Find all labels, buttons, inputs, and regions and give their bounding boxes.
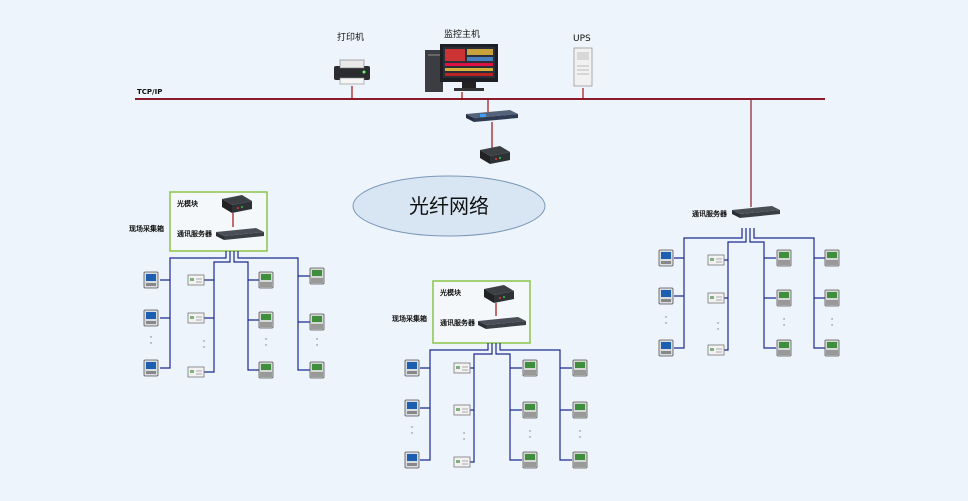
right-comm-server-icon <box>732 206 780 218</box>
svg-text:·: · <box>717 319 720 329</box>
cluster-middle-cabinet-label: 现场采集箱 <box>392 314 427 323</box>
svg-text:·: · <box>529 433 532 443</box>
svg-text:·: · <box>203 343 206 353</box>
printer-label: 打印机 <box>337 31 364 43</box>
svg-text:·: · <box>265 341 268 351</box>
cluster-left: 光模块 通讯服务器 现场采集箱 · · · · · · · · <box>129 191 325 379</box>
svg-text:·: · <box>150 339 153 349</box>
svg-text:·: · <box>463 435 466 445</box>
svg-text:·: · <box>783 315 786 325</box>
monitor-host-label: 监控主机 <box>444 28 480 40</box>
svg-text:·: · <box>783 321 786 331</box>
monitor-host-icon <box>425 44 498 92</box>
svg-text:·: · <box>316 335 319 345</box>
cluster-left-comm-label: 通讯服务器 <box>177 229 213 238</box>
ups-icon <box>573 47 593 87</box>
svg-text:·: · <box>265 335 268 345</box>
svg-text:·: · <box>831 321 834 331</box>
optical-module-icon <box>480 146 510 164</box>
cluster-left-cabinet-label: 现场采集箱 <box>129 224 164 233</box>
svg-text:·: · <box>579 427 582 437</box>
right-comm-label: 通讯服务器 <box>692 209 728 218</box>
svg-text:·: · <box>579 433 582 443</box>
cluster-left-optical-label: 光模块 <box>176 199 199 208</box>
svg-text:·: · <box>665 319 668 329</box>
ups-label: UPS <box>573 34 591 44</box>
svg-text:·: · <box>150 333 153 343</box>
cluster-middle-comm-label: 通讯服务器 <box>440 318 476 327</box>
network-switch-icon <box>466 110 518 122</box>
svg-text:·: · <box>529 427 532 437</box>
bus-label: TCP/IP <box>137 88 162 96</box>
svg-text:·: · <box>316 341 319 351</box>
svg-text:·: · <box>463 429 466 439</box>
printer-icon <box>334 59 370 85</box>
fiber-network-label: 光纤网络 <box>409 194 489 218</box>
cluster-middle: 光模块 通讯服务器 现场采集箱 · · · · · · · · <box>392 280 588 469</box>
svg-text:·: · <box>717 325 720 335</box>
svg-text:·: · <box>411 429 414 439</box>
cluster-middle-optical-label: 光模块 <box>439 288 462 297</box>
svg-text:·: · <box>411 423 414 433</box>
fiber-network-ellipse <box>352 175 546 237</box>
svg-text:·: · <box>831 315 834 325</box>
cluster-right: 通讯服务器 · · · · · · · · <box>658 206 840 357</box>
svg-text:·: · <box>203 337 206 347</box>
svg-text:·: · <box>665 313 668 323</box>
